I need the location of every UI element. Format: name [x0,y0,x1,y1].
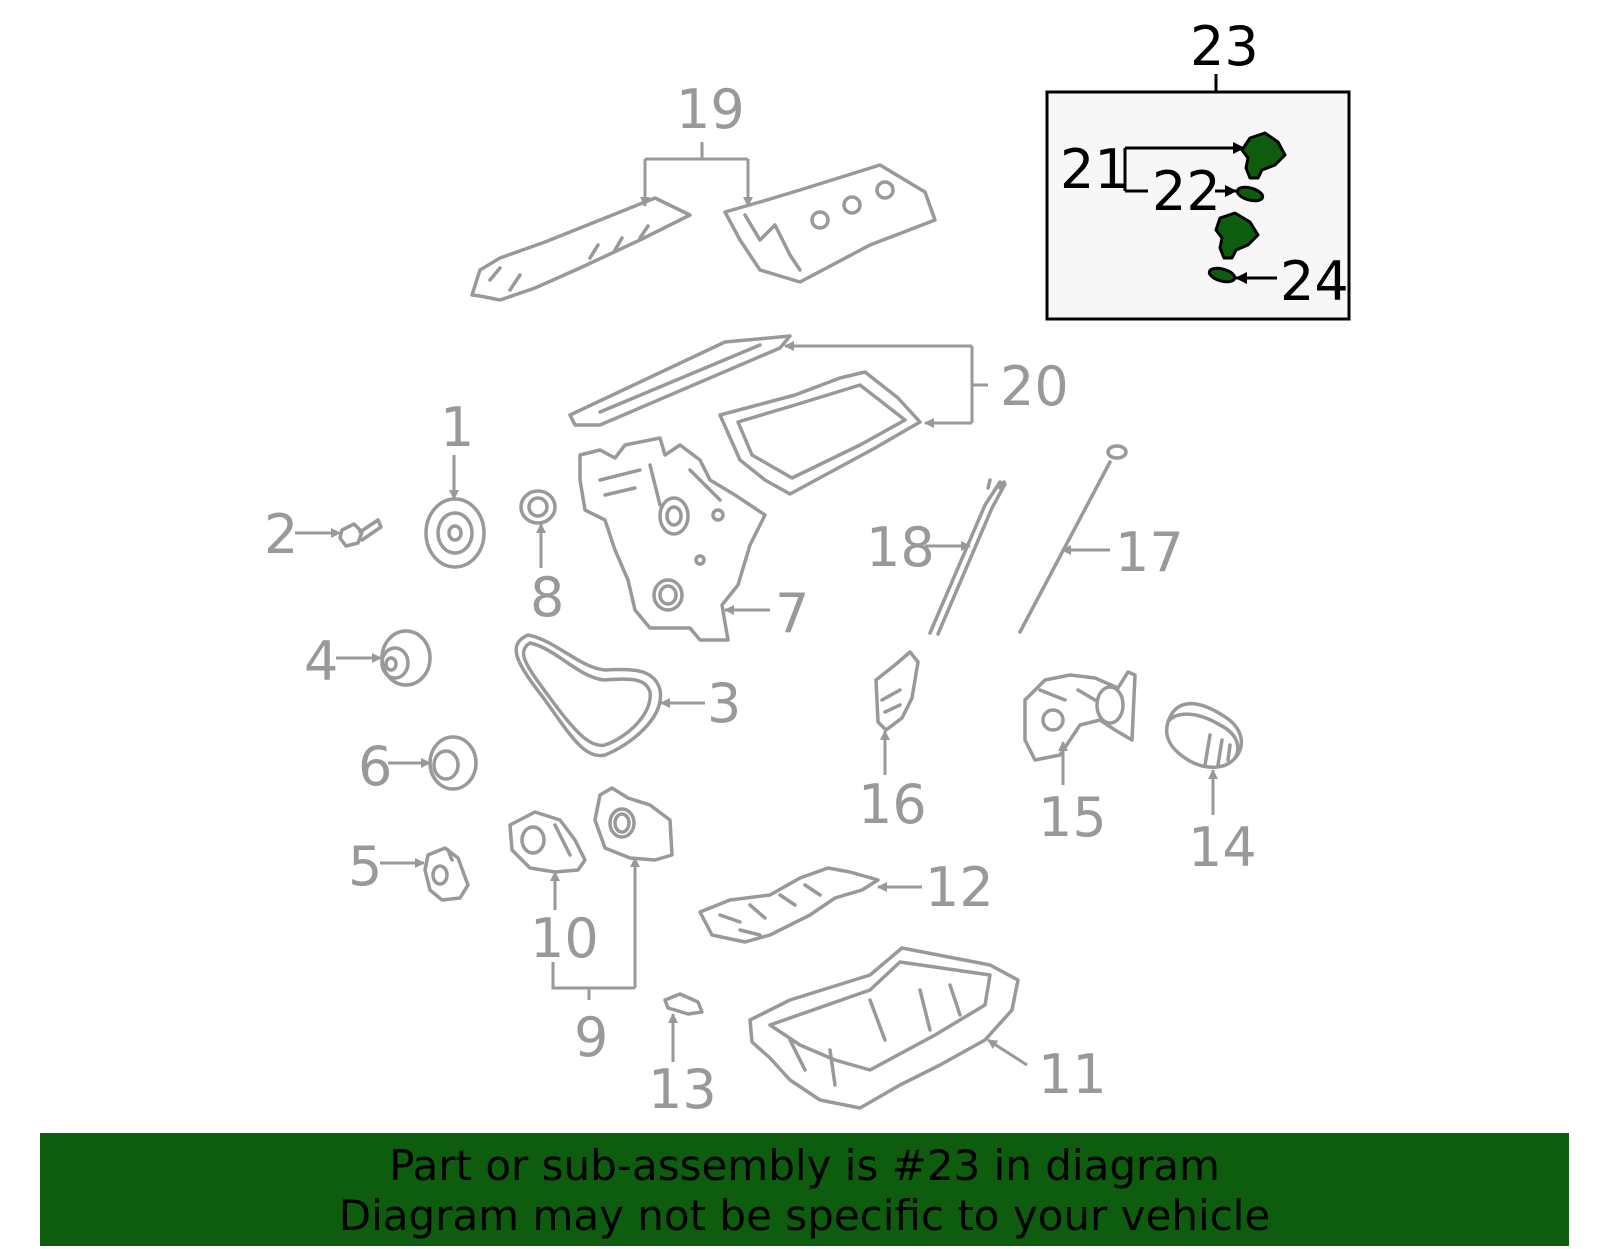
part-24-seal-highlighted [1207,266,1237,284]
part-13-bracket [663,992,704,1016]
assembly-23-box [1045,74,1351,321]
part-17-dipstick [1018,444,1128,634]
svg-text:18: 18 [866,516,935,579]
callout-21: 21 [1060,138,1245,201]
info-banner: Part or sub-assembly is #23 in diagram D… [40,1133,1569,1246]
part-11-oil-pan [748,946,1020,1110]
banner-line-1: Part or sub-assembly is #23 in diagram [389,1141,1220,1190]
svg-text:13: 13 [648,1058,717,1121]
part-cap-lower-highlighted [1214,211,1260,260]
part-8-seal [519,489,557,525]
svg-text:2: 2 [264,503,298,566]
callout-6: 6 [358,735,431,798]
svg-text:10: 10 [530,907,599,970]
svg-text:8: 8 [530,566,564,629]
part-5-tensioner [423,846,470,902]
callout-9: 9 [551,857,640,1069]
callout-22: 22 [1125,160,1237,223]
part-9-housing [593,786,674,862]
svg-text:15: 15 [1038,786,1107,849]
part-2-bolt [338,518,383,548]
callout-8: 8 [530,523,564,629]
part-19-valve-covers [470,163,937,302]
svg-text:19: 19 [676,78,745,141]
callout-11: 11 [987,1038,1107,1106]
callout-2: 2 [264,503,341,566]
part-14-oil-filter [1165,701,1244,769]
part-20-gaskets [568,334,922,496]
callout-15: 15 [1038,741,1107,849]
callout-16: 16 [858,730,927,836]
svg-text:6: 6 [358,735,392,798]
callout-3: 3 [660,672,741,735]
callout-1: 1 [440,396,474,500]
svg-text:17: 17 [1115,521,1184,584]
svg-text:22: 22 [1152,160,1221,223]
part-6-pulley [428,735,478,791]
svg-text:4: 4 [304,630,338,693]
callout-7: 7 [724,582,809,645]
part-1-pulley [424,497,486,569]
svg-text:5: 5 [348,835,382,898]
callout-20: 20 [784,341,1069,428]
svg-text:24: 24 [1280,250,1349,313]
svg-text:20: 20 [1000,355,1069,418]
callout-4: 4 [304,630,382,693]
svg-text:14: 14 [1188,816,1257,879]
svg-text:3: 3 [707,672,741,735]
svg-text:9: 9 [574,1006,608,1069]
banner-line-2: Diagram may not be specific to your vehi… [338,1191,1271,1240]
callout-23: 23 [1190,15,1259,78]
callout-24: 24 [1235,250,1349,313]
part-12-baffle [698,866,880,944]
callout-17: 17 [1061,521,1184,584]
part-3-timing-chain [514,633,663,758]
callout-19: 19 [640,78,753,207]
callout-13: 13 [648,1013,717,1121]
svg-text:12: 12 [925,856,994,919]
part-7-timing-cover [578,436,767,642]
callout-10: 10 [530,871,599,970]
svg-text:16: 16 [858,773,927,836]
part-16-bracket [874,650,920,732]
callout-12: 12 [877,856,994,919]
part-21-cap-highlighted [1240,131,1287,180]
svg-text:11: 11 [1038,1043,1107,1106]
part-4-idler-pulley [380,629,432,687]
callout-5: 5 [348,835,425,898]
svg-text:21: 21 [1060,138,1129,201]
svg-text:7: 7 [775,582,809,645]
part-18-dipstick-tube [928,478,1007,636]
part-10-water-pump [508,810,587,874]
svg-text:23: 23 [1190,15,1259,78]
callout-14: 14 [1188,769,1257,879]
svg-text:1: 1 [440,396,474,459]
part-22-seal-highlighted [1235,185,1265,203]
part-15-filter-adapter [1023,670,1137,762]
callout-18: 18 [866,516,971,579]
